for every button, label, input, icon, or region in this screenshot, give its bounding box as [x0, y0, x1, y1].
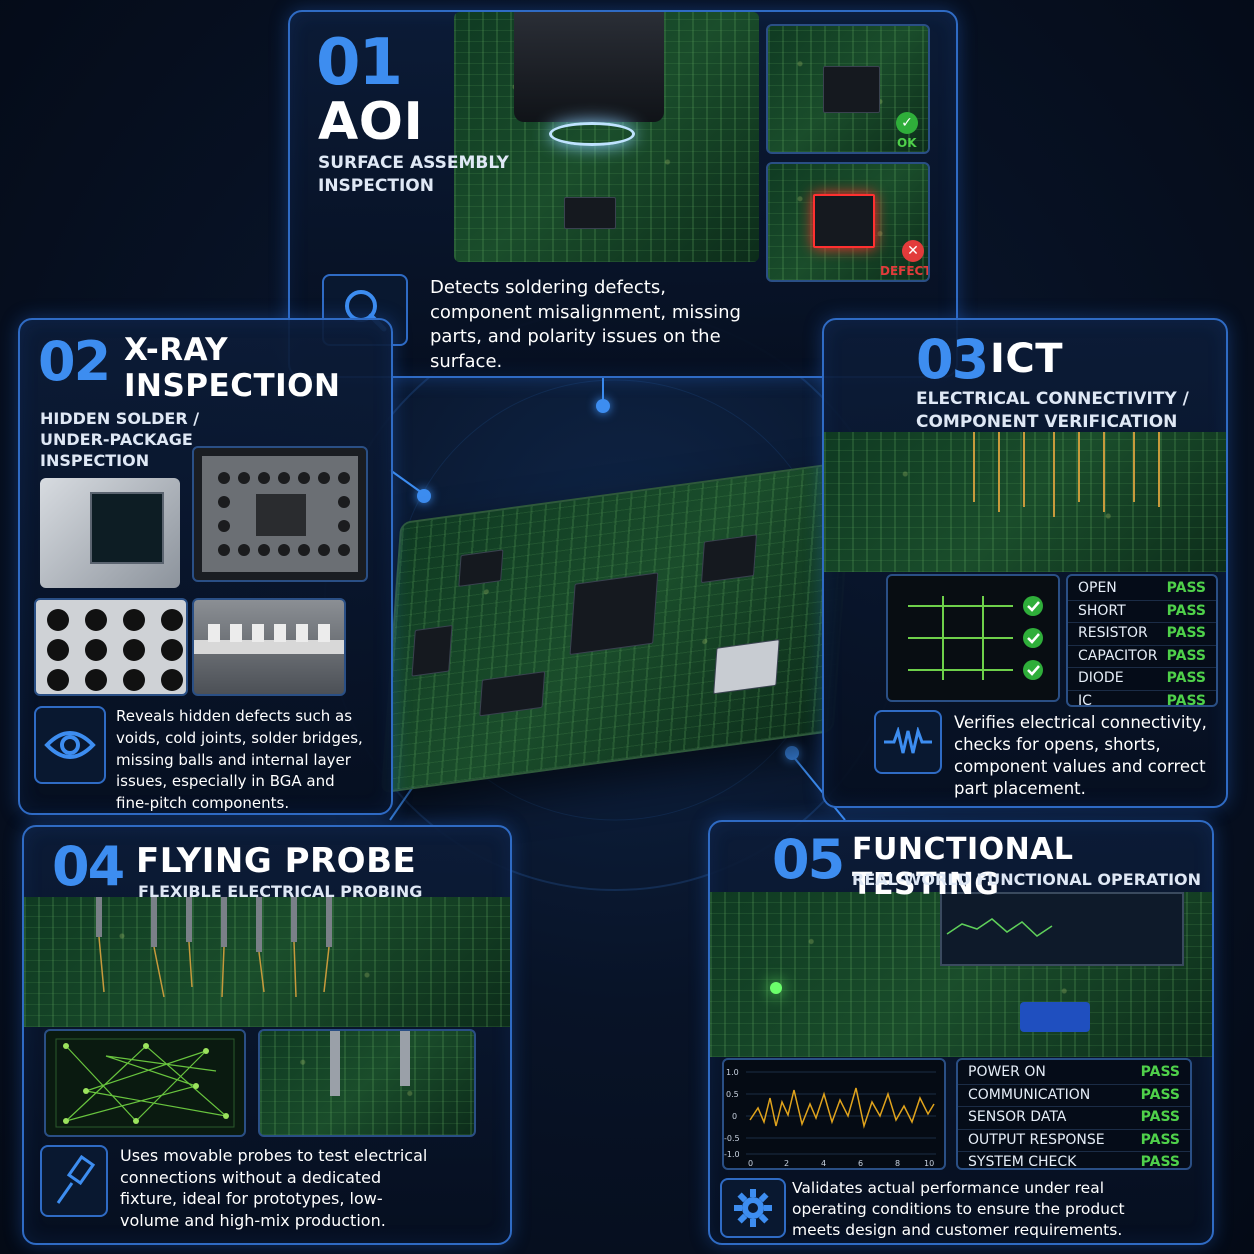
- xray-subtitle-line2: UNDER-PACKAGE: [40, 430, 193, 449]
- xray-bga-closeup-image: [34, 598, 188, 696]
- y-tick-label: 0.5: [726, 1090, 739, 1099]
- aoi-panel: 01 AOI SURFACE ASSEMBLY INSPECTION ✓ OK …: [288, 10, 958, 378]
- y-tick-label: 1.0: [726, 1068, 739, 1077]
- waveform-icon: [874, 710, 942, 774]
- xray-cross-section-image: [192, 598, 346, 696]
- aoi-number: 01: [316, 26, 403, 100]
- flying-probe-description: Uses movable probes to test electrical c…: [120, 1146, 428, 1230]
- gear-icon: [720, 1178, 786, 1238]
- flying-probe-closeup-image: [258, 1029, 476, 1137]
- aoi-subtitle-line2: INSPECTION: [318, 176, 434, 196]
- ict-bed-of-nails-image: [824, 432, 1226, 572]
- xray-number: 02: [38, 330, 111, 393]
- flying-probe-number: 04: [52, 835, 125, 898]
- x-tick-label: 2: [784, 1159, 789, 1168]
- aoi-machine-image: [454, 12, 759, 262]
- functional-test-bench-image: [710, 892, 1212, 1057]
- flying-probe-title: FLYING PROBE: [136, 841, 417, 881]
- x-tick-label: 0: [748, 1159, 753, 1168]
- ict-subtitle-line1: ELECTRICAL CONNECTIVITY /: [916, 389, 1189, 409]
- y-tick-label: -0.5: [724, 1134, 740, 1143]
- flying-probe-image: [24, 897, 510, 1027]
- aoi-ok-label: OK: [897, 136, 917, 150]
- aoi-ok-image: ✓ OK: [766, 24, 930, 154]
- functional-subtitle: REAL-WORLD FUNCTIONAL OPERATION: [852, 870, 1202, 889]
- functional-description: Validates actual performance under real …: [792, 1179, 1125, 1239]
- aoi-defect-label: DEFECT: [880, 264, 930, 278]
- ict-panel: 03 ICT ELECTRICAL CONNECTIVITY / COMPONE…: [822, 318, 1228, 808]
- x-tick-label: 8: [895, 1159, 900, 1168]
- connector-node: [785, 746, 799, 760]
- ict-subtitle-line2: COMPONENT VERIFICATION: [916, 412, 1178, 432]
- xray-monitor-image: [192, 446, 368, 582]
- flying-probe-subtitle: FLEXIBLE ELECTRICAL PROBING: [138, 882, 423, 901]
- signal-line: [749, 1087, 935, 1129]
- probe-icon: [40, 1145, 108, 1217]
- aoi-description: Detects soldering defects, component mis…: [430, 277, 741, 372]
- y-tick-label: 0: [732, 1112, 737, 1121]
- functional-title: FUNCTIONAL TESTING: [852, 832, 1074, 902]
- aoi-title: AOI: [318, 92, 424, 152]
- flying-probe-panel: 04 FLYING PROBE FLEXIBLE ELECTRICAL PROB…: [22, 825, 512, 1245]
- x-tick-label: 4: [821, 1159, 826, 1168]
- functional-signal-chart: 1.0 0.5 0 -0.5 -1.0 0 2 4 6 8 10: [722, 1058, 946, 1170]
- functional-testing-panel: 05 FUNCTIONAL TESTING REAL-WORLD FUNCTIO…: [708, 820, 1214, 1245]
- connector-node: [417, 489, 431, 503]
- xray-subtitle-line3: INSPECTION: [40, 451, 150, 470]
- ict-number: 03: [916, 328, 989, 391]
- error-icon: ✕: [902, 240, 924, 262]
- xray-description: Reveals hidden defects such as voids, co…: [116, 707, 363, 813]
- eye-icon: [34, 706, 106, 784]
- aoi-defect-image: ✕ DEFECT: [766, 162, 930, 282]
- xray-panel: 02 X-RAY INSPECTION HIDDEN SOLDER / UNDE…: [18, 318, 393, 815]
- x-tick-label: 6: [858, 1159, 863, 1168]
- functional-number: 05: [772, 828, 845, 891]
- xray-subtitle-line1: HIDDEN SOLDER /: [40, 409, 200, 428]
- aoi-subtitle-line1: SURFACE ASSEMBLY: [318, 153, 509, 173]
- xray-title-line1: X-RAY: [124, 332, 229, 368]
- connector-node: [596, 399, 610, 413]
- ict-schematic-screen: [886, 574, 1060, 702]
- xray-machine-image: [40, 478, 180, 588]
- ict-title: ICT: [990, 336, 1064, 382]
- check-icon: ✓: [896, 112, 918, 134]
- xray-title-line2: INSPECTION: [124, 368, 341, 404]
- flying-probe-net-map: [44, 1029, 246, 1137]
- y-tick-label: -1.0: [724, 1150, 740, 1159]
- x-tick-label: 10: [924, 1159, 934, 1168]
- ict-description: Verifies electrical connectivity, checks…: [954, 713, 1207, 798]
